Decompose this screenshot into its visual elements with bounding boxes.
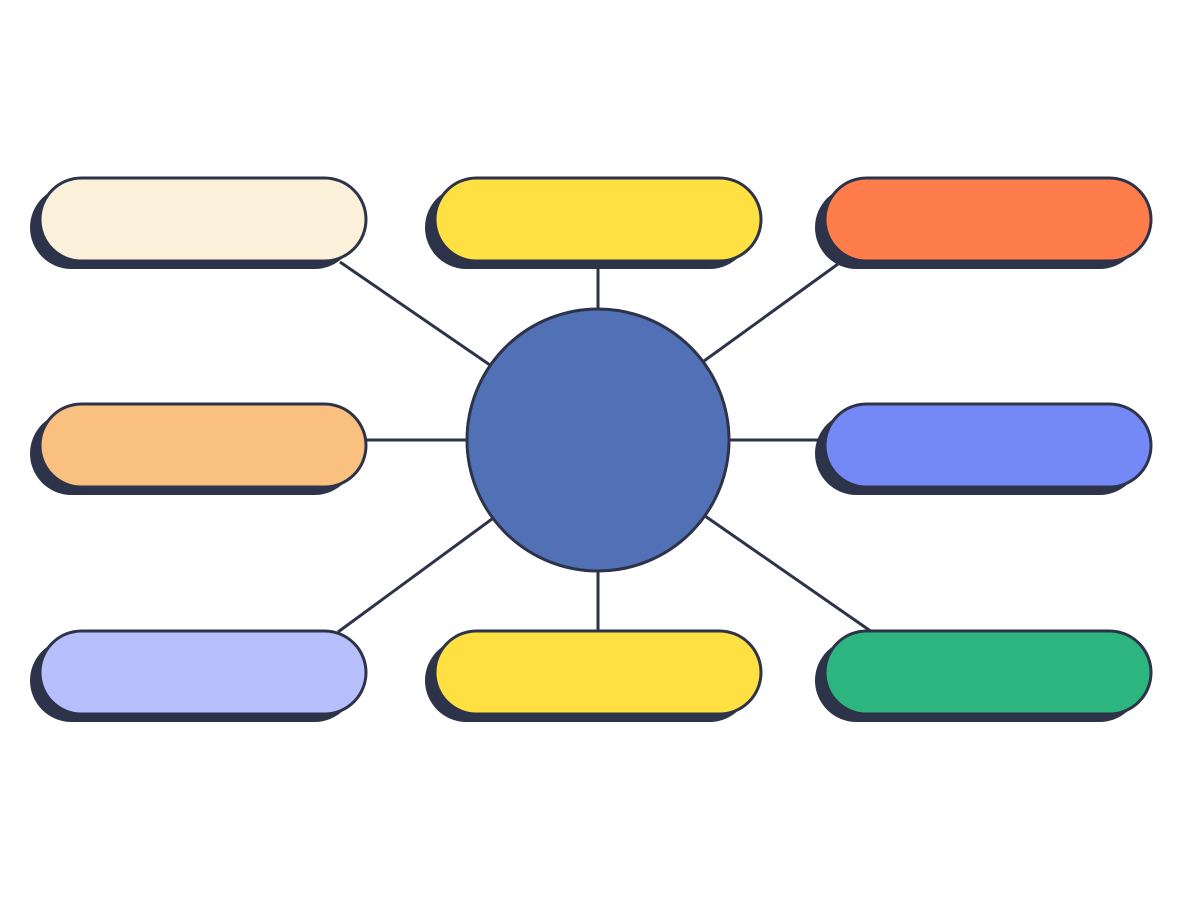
nodes bbox=[30, 176, 1153, 722]
node-pill[interactable] bbox=[433, 176, 763, 263]
node-middle-left[interactable] bbox=[30, 402, 368, 495]
node-pill[interactable] bbox=[823, 402, 1153, 489]
node-pill[interactable] bbox=[823, 176, 1153, 263]
node-bottom-right[interactable] bbox=[815, 629, 1153, 722]
node-top-center[interactable] bbox=[425, 176, 763, 269]
connectors bbox=[337, 260, 873, 634]
node-bottom-center[interactable] bbox=[425, 629, 763, 722]
node-pill[interactable] bbox=[823, 629, 1153, 716]
connector-top-left bbox=[339, 260, 491, 367]
node-pill[interactable] bbox=[38, 402, 368, 489]
node-bottom-left[interactable] bbox=[30, 629, 368, 722]
node-pill[interactable] bbox=[433, 629, 763, 716]
connector-bottom-left bbox=[337, 517, 493, 634]
connector-top-right bbox=[703, 262, 839, 363]
node-top-right[interactable] bbox=[815, 176, 1153, 269]
node-middle-right[interactable] bbox=[815, 402, 1153, 495]
center-node[interactable] bbox=[465, 307, 731, 573]
connector-bottom-right bbox=[704, 514, 873, 634]
node-pill[interactable] bbox=[38, 629, 368, 716]
node-pill[interactable] bbox=[38, 176, 368, 263]
node-top-left[interactable] bbox=[30, 176, 368, 269]
